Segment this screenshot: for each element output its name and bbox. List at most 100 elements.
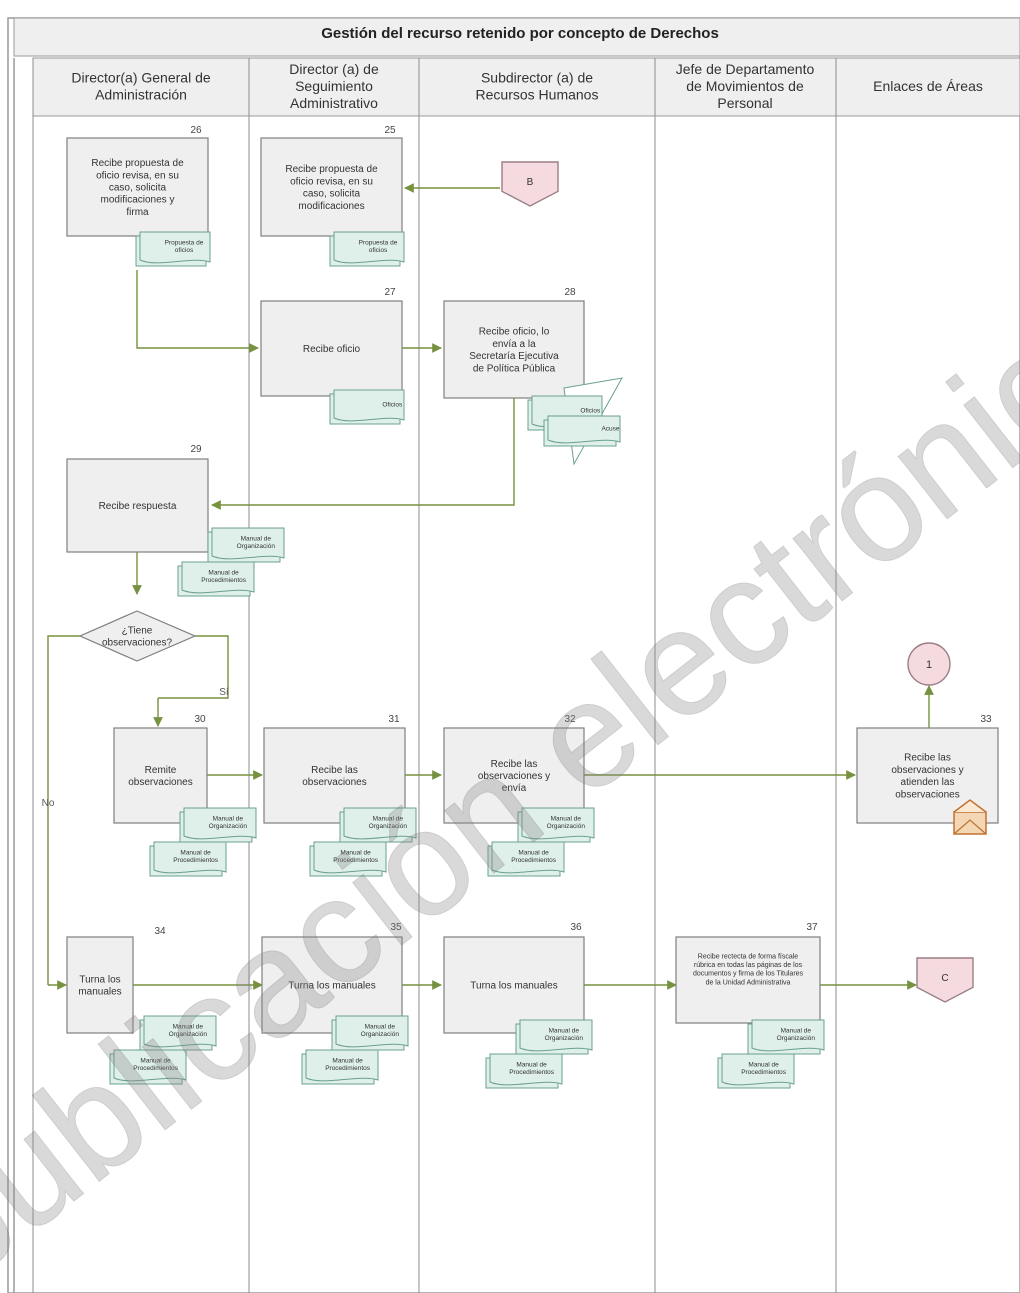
flow-line xyxy=(47,635,80,985)
activity-number: 25 xyxy=(384,125,396,136)
doc-29-manual-org xyxy=(211,527,285,560)
activity-number: 33 xyxy=(980,714,992,725)
doc-propuesta-oficios xyxy=(139,231,211,264)
doc-35-manual-proc xyxy=(305,1049,379,1082)
doc-oficios-label: Oficios xyxy=(382,401,403,408)
activity-box-32 xyxy=(443,727,585,824)
flow-arrow xyxy=(211,398,515,510)
activity-number: 32 xyxy=(564,714,576,725)
decision-diamond xyxy=(78,610,197,662)
doc-36-manual-org xyxy=(519,1019,593,1052)
activity-text: Turna los manuales xyxy=(470,981,557,992)
flow-line xyxy=(158,635,229,699)
doc-29-manual-proc xyxy=(181,561,255,594)
activity-number: 37 xyxy=(806,922,818,933)
pool-title-bar xyxy=(13,17,1020,57)
activity-number: 35 xyxy=(390,922,402,933)
activity-number: 36 xyxy=(570,922,582,933)
activity-number: 30 xyxy=(194,714,206,725)
doc-acuse-label: Acuse xyxy=(601,425,619,432)
activity-number: 28 xyxy=(564,287,576,298)
doc-35-manual-org xyxy=(335,1015,409,1048)
activity-box-37 xyxy=(675,936,821,1024)
activity-box-26 xyxy=(66,137,209,237)
activity-number: 31 xyxy=(388,714,400,725)
activity-box-30 xyxy=(113,727,208,824)
flow-arrow xyxy=(136,270,259,353)
doc-32-manual-org xyxy=(521,807,595,840)
doc-31-manual-org xyxy=(343,807,417,840)
doc-30-manual-org xyxy=(183,807,257,840)
activity-number: 34 xyxy=(154,926,166,937)
offpage-connector-b xyxy=(501,161,559,207)
activity-text: Recibe oficio xyxy=(303,344,361,355)
doc-32-manual-proc xyxy=(491,841,565,874)
doc-34-manual-proc xyxy=(113,1049,187,1082)
envelope-fold xyxy=(953,819,987,835)
lane-label: Enlaces de Áreas xyxy=(873,78,983,94)
doc-37-manual-proc xyxy=(721,1053,795,1086)
activity-box-28 xyxy=(443,300,585,399)
activity-box-25 xyxy=(260,137,403,237)
doc-propuesta-oficios xyxy=(333,231,405,264)
activity-number: 27 xyxy=(384,287,396,298)
activity-text: Turna los manuales xyxy=(288,981,375,992)
activity-number: 26 xyxy=(190,125,202,136)
diagram-title: Gestión del recurso retenido por concept… xyxy=(321,25,719,42)
envelope-flap xyxy=(953,799,987,813)
offpage-connector-c-label: C xyxy=(941,973,948,984)
connector-1 xyxy=(907,642,951,686)
offpage-connector-c xyxy=(916,957,974,1003)
doc-36-manual-proc xyxy=(489,1053,563,1086)
envelope-icon xyxy=(953,799,987,835)
activity-box-36 xyxy=(443,936,585,1034)
decision-no-label: No xyxy=(42,798,55,809)
lane-header-bar xyxy=(32,57,1020,117)
activity-box-29 xyxy=(66,458,209,553)
connector-1-label: 1 xyxy=(926,659,932,671)
activity-box-31 xyxy=(263,727,406,824)
activity-box-27 xyxy=(260,300,403,397)
doc-acuse xyxy=(547,415,621,444)
doc-oficios xyxy=(333,389,405,422)
offpage-connector-b-label: B xyxy=(527,177,534,188)
doc-oficios-label: Oficios xyxy=(580,407,601,414)
doc-34-manual-org xyxy=(143,1015,217,1048)
activity-text: Recibe respuesta xyxy=(99,501,177,512)
activity-box-34 xyxy=(66,936,134,1034)
doc-30-manual-proc xyxy=(153,841,227,874)
doc-31-manual-proc xyxy=(313,841,387,874)
